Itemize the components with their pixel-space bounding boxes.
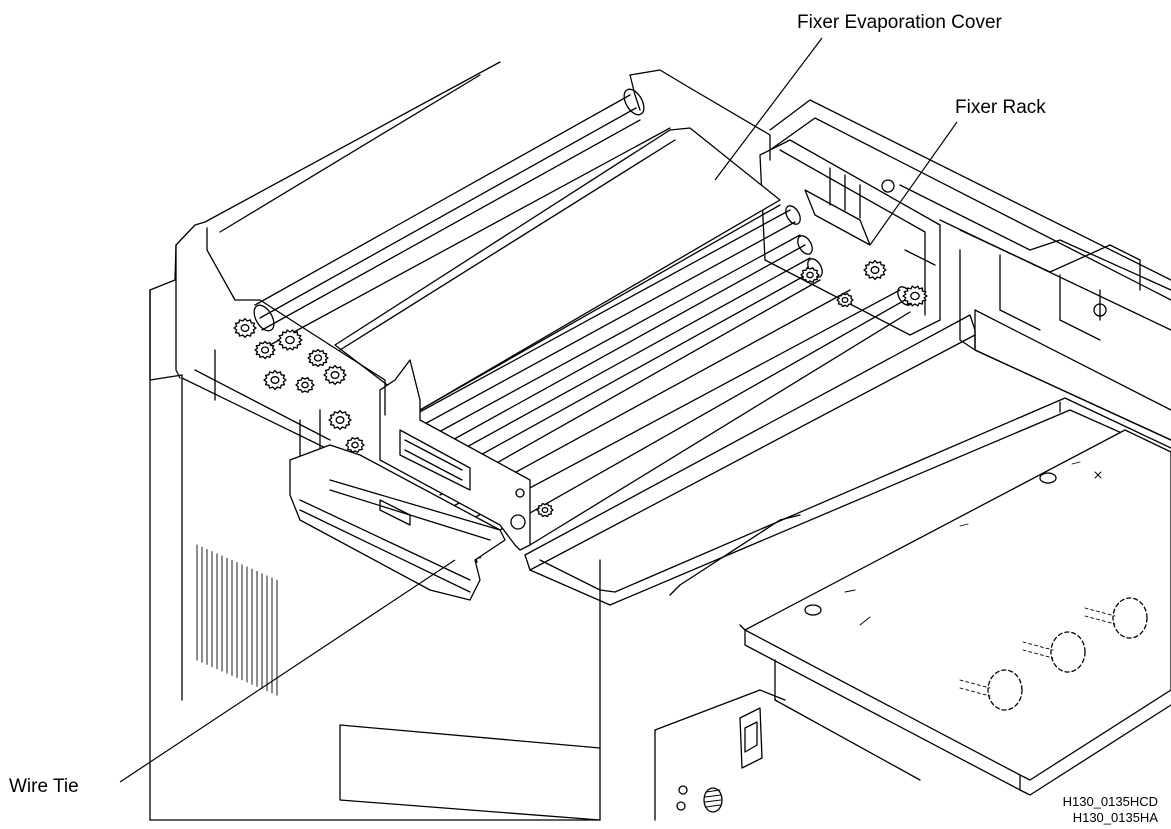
wire-tie-detail <box>289 444 526 601</box>
vent-grille <box>196 544 278 696</box>
gear <box>536 502 554 518</box>
right-housing <box>769 99 1171 441</box>
gear <box>233 317 257 339</box>
label-fixer-evaporation-cover: Fixer Evaporation Cover <box>797 12 1003 33</box>
outer-housing <box>149 61 601 821</box>
leader-lines <box>119 37 958 783</box>
figure-code-1: H130_0135HCD <box>1063 794 1158 809</box>
gear <box>307 348 329 368</box>
gear <box>254 340 276 360</box>
label-wire-tie: Wire Tie <box>9 776 79 797</box>
leader-wire-tie <box>119 559 456 783</box>
gear <box>323 364 347 386</box>
knob <box>1084 597 1148 639</box>
gear <box>263 369 287 391</box>
gear <box>836 292 854 308</box>
gear <box>277 329 303 351</box>
label-fixer-rack: Fixer Rack <box>955 97 1046 118</box>
knob <box>1022 631 1086 673</box>
gear <box>328 409 352 431</box>
tank-tray <box>524 314 1171 606</box>
gear <box>863 259 887 281</box>
control-knobs <box>959 597 1148 711</box>
front-side-plate <box>369 359 531 551</box>
leader-fixer-evaporation-cover <box>714 37 823 181</box>
dial-knob <box>703 787 723 813</box>
gear <box>345 437 365 453</box>
knob <box>959 669 1023 711</box>
gear <box>295 377 315 393</box>
roller-rack <box>253 69 913 546</box>
gear <box>800 267 820 283</box>
figure-code-2: H130_0135HA <box>1073 810 1159 825</box>
leader-fixer-rack <box>869 121 958 246</box>
gear <box>902 285 928 307</box>
control-panel-board <box>739 429 1171 796</box>
lower-controls <box>654 689 786 821</box>
